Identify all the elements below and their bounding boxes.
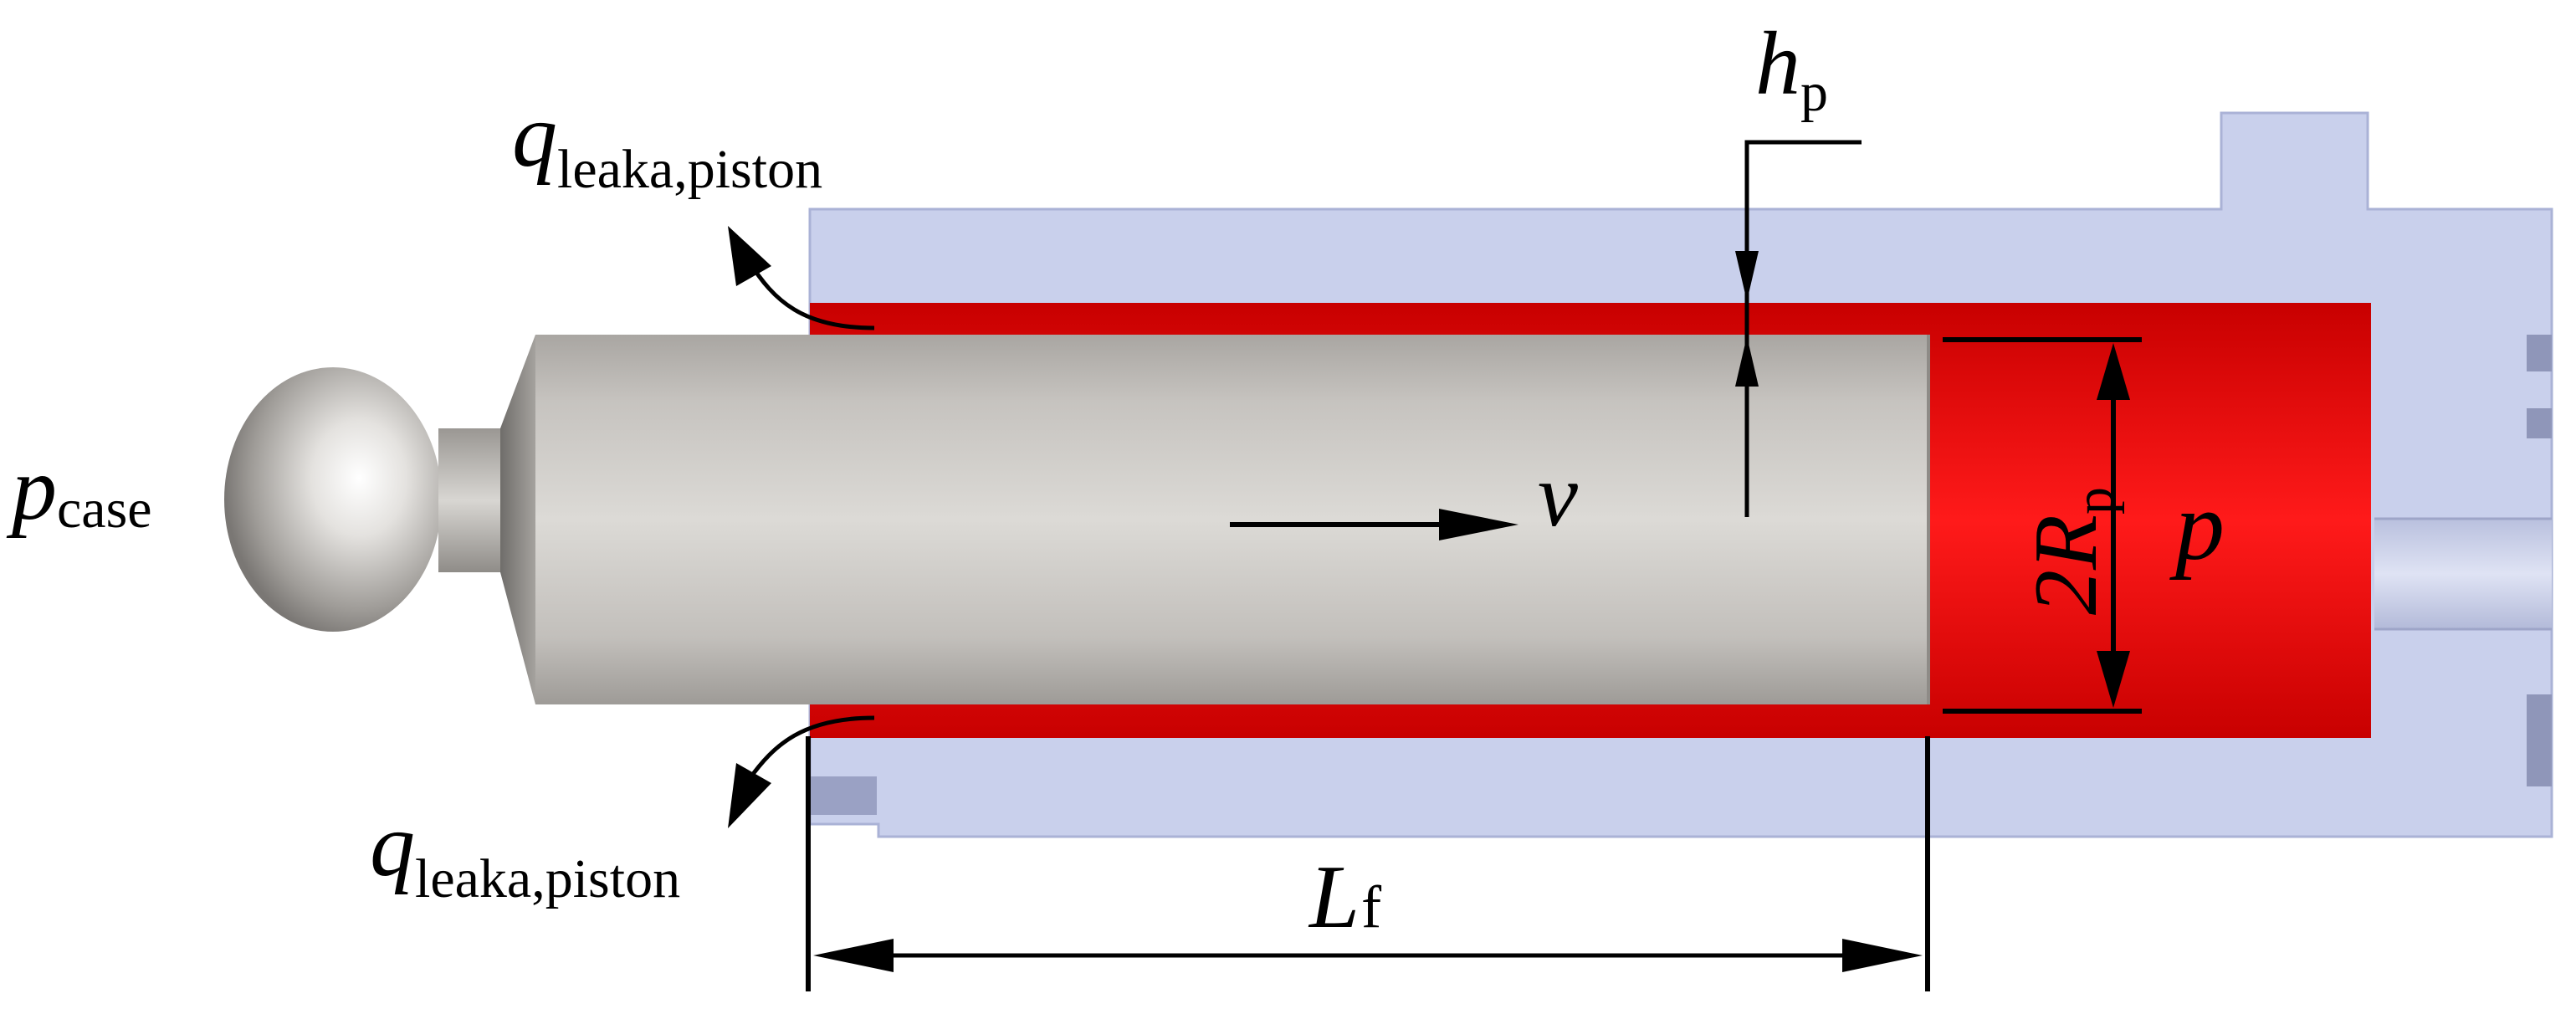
leakage-arrow-top (728, 226, 875, 330)
label-leakage-top: qleaka,piston (512, 86, 822, 200)
length-dimension (806, 736, 1930, 991)
housing-port-top (2527, 335, 2552, 371)
label-pressure: p (2169, 471, 2225, 581)
piston (224, 335, 1930, 704)
label-case-pressure: pcase (6, 439, 152, 540)
housing-left-foot (810, 776, 877, 815)
velocity-arrow (1230, 509, 1518, 540)
piston-body (535, 335, 1928, 704)
diameter-dimension (1943, 337, 2142, 714)
clearance-arrowhead-up (1735, 336, 1759, 387)
outlet-channel (2374, 519, 2552, 629)
piston-neck (438, 428, 500, 572)
length-arrowhead-left (813, 939, 894, 972)
leakage-arrowhead-bottom (728, 763, 771, 828)
label-diameter: 2Rp (2016, 487, 2125, 615)
diameter-arrowhead-down (2097, 651, 2130, 708)
leakage-arrow-bottom (728, 715, 875, 828)
label-leakage-bottom: qleaka,piston (370, 796, 680, 909)
length-arrowhead-right (1842, 939, 1923, 972)
clearance-dimension (1735, 140, 1862, 517)
leakage-arrowhead-top (728, 226, 771, 286)
piston-chamfer (500, 335, 535, 704)
label-velocity: v (1538, 446, 1578, 545)
clearance-arrowhead-down (1735, 251, 1759, 301)
label-length: Lf (1308, 848, 1381, 947)
housing-port-mid (2527, 408, 2552, 438)
piston-ball-head (224, 367, 442, 632)
label-clearance: hp (1755, 14, 1828, 123)
housing-port-bottom (2527, 694, 2552, 786)
arrow-right-icon (1439, 509, 1518, 540)
diameter-arrowhead-up (2097, 343, 2130, 400)
